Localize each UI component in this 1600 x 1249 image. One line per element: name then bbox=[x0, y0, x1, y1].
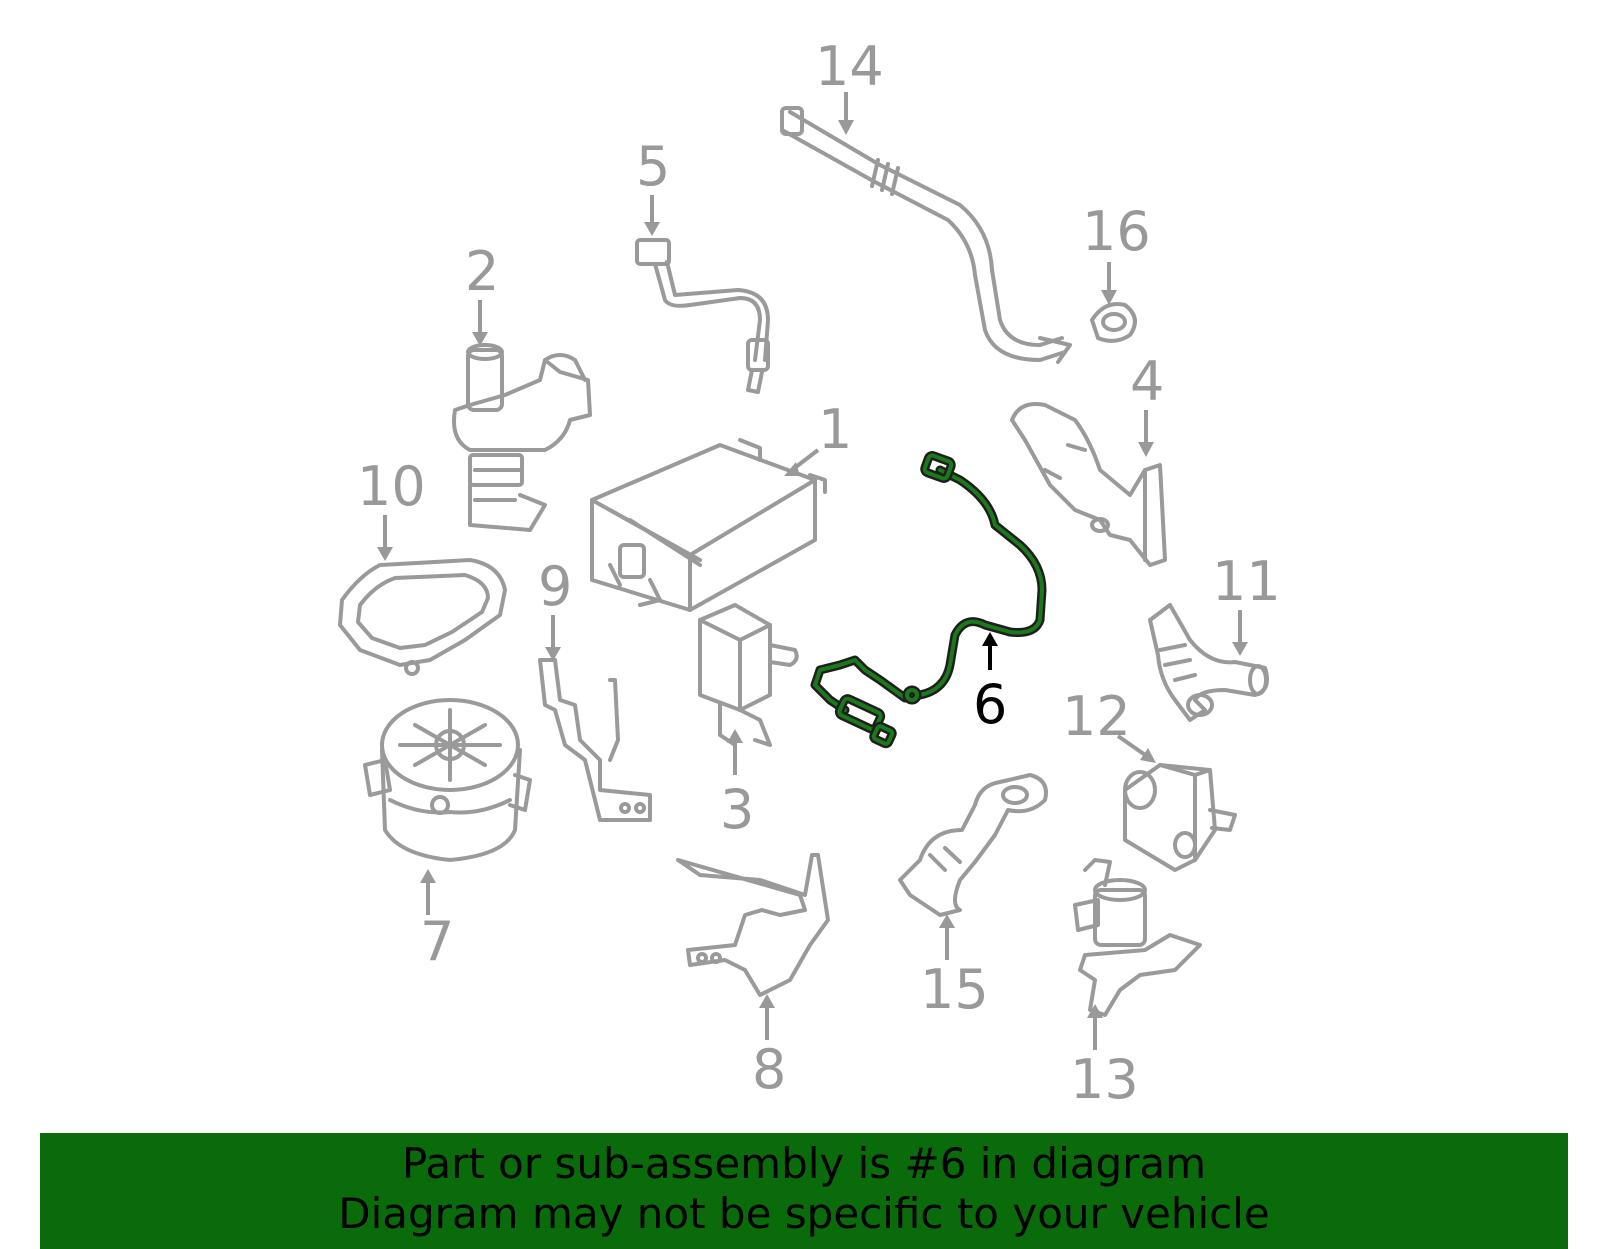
callout-label-14: 14 bbox=[815, 35, 884, 98]
callout-10: 10 bbox=[357, 455, 426, 561]
callout-label-2: 2 bbox=[465, 240, 499, 303]
part-15-pipe[interactable] bbox=[898, 773, 1048, 917]
banner-line-part: Part or sub-assembly is #6 in diagram bbox=[401, 1139, 1207, 1188]
callout-label-10: 10 bbox=[357, 455, 426, 518]
part-11-hose[interactable] bbox=[1148, 603, 1269, 722]
callout-label-1: 1 bbox=[818, 398, 852, 461]
parts-diagram: 14 16 5 2 bbox=[338, 35, 1281, 1111]
callout-12: 12 bbox=[1062, 685, 1156, 763]
callout-label-4: 4 bbox=[1130, 350, 1164, 413]
part-12-valve[interactable] bbox=[1123, 763, 1237, 872]
callout-8: 8 bbox=[752, 994, 786, 1101]
part-7-air-pump[interactable] bbox=[363, 698, 532, 862]
part-13-valve[interactable] bbox=[1073, 858, 1202, 1017]
callout-9: 9 bbox=[538, 555, 572, 661]
callout-label-8: 8 bbox=[752, 1038, 786, 1101]
part-8-bracket[interactable] bbox=[676, 853, 830, 997]
callout-11: 11 bbox=[1212, 550, 1281, 656]
callout-label-7: 7 bbox=[420, 910, 454, 973]
callout-13: 13 bbox=[1070, 1004, 1139, 1111]
callout-7: 7 bbox=[420, 869, 454, 973]
part-1-canister[interactable] bbox=[590, 438, 827, 612]
callout-2: 2 bbox=[465, 240, 499, 346]
part-16-gasket[interactable] bbox=[1090, 302, 1137, 343]
part-10-plate[interactable] bbox=[338, 558, 507, 676]
callout-3: 3 bbox=[720, 729, 754, 841]
callout-5: 5 bbox=[636, 135, 670, 236]
banner-line-disclaimer: Diagram may not be specific to your vehi… bbox=[338, 1189, 1270, 1238]
callout-6: 6 bbox=[973, 632, 1007, 736]
callout-1: 1 bbox=[784, 398, 852, 476]
part-9-bracket[interactable] bbox=[538, 658, 652, 822]
part-3-valve[interactable] bbox=[698, 603, 799, 747]
callout-4: 4 bbox=[1130, 350, 1164, 457]
part-6-oxygen-sensor[interactable] bbox=[810, 451, 1047, 749]
callout-label-5: 5 bbox=[636, 135, 670, 198]
callout-14: 14 bbox=[815, 35, 884, 135]
callout-15: 15 bbox=[920, 914, 989, 1021]
part-14-pipe[interactable] bbox=[780, 106, 1072, 364]
callout-label-13: 13 bbox=[1070, 1048, 1139, 1111]
callout-label-16: 16 bbox=[1082, 200, 1151, 263]
part-2-valve[interactable] bbox=[452, 343, 592, 532]
callout-label-11: 11 bbox=[1212, 550, 1281, 613]
part-5-sensor[interactable] bbox=[635, 238, 770, 394]
callout-label-15: 15 bbox=[920, 958, 989, 1021]
callout-label-3: 3 bbox=[720, 778, 754, 841]
info-banner: Part or sub-assembly is #6 in diagram Di… bbox=[40, 1133, 1568, 1249]
callout-16: 16 bbox=[1082, 200, 1151, 305]
callout-label-6: 6 bbox=[973, 673, 1007, 736]
callout-label-9: 9 bbox=[538, 555, 572, 618]
part-4-bracket[interactable] bbox=[1010, 402, 1167, 567]
